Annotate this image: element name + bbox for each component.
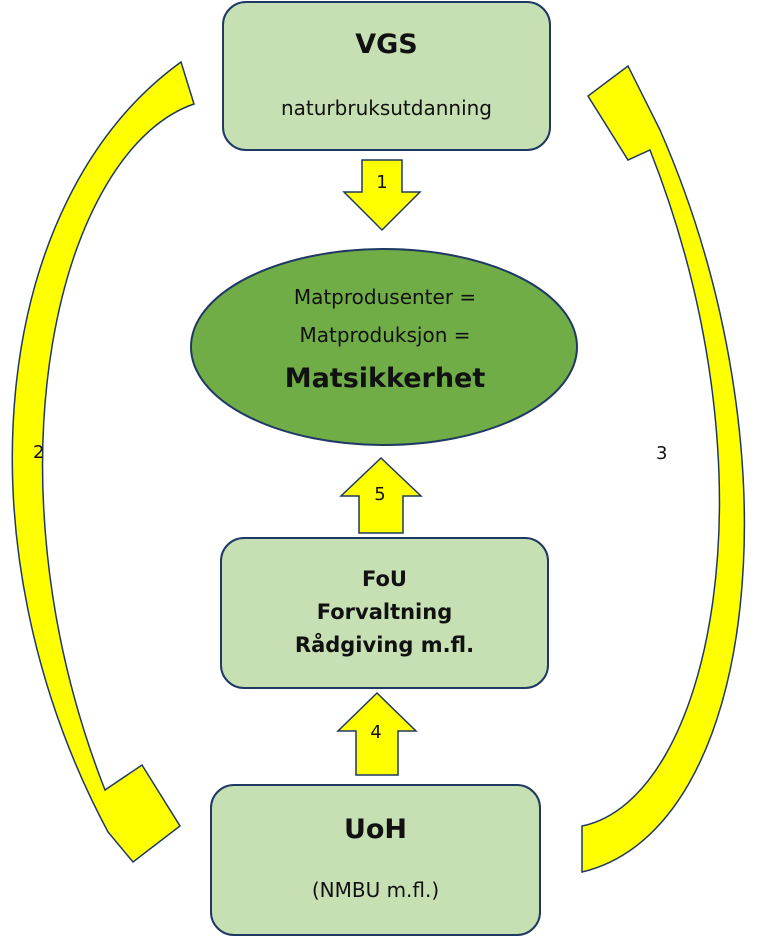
arrow-2-label: 2 [33,442,45,463]
center-line-3: Matsikkerhet [284,363,486,394]
fou-line-2: Forvaltning [316,600,453,624]
uoh-title: UoH [343,814,408,845]
center-ellipse [190,248,578,446]
fou-box: FoU Forvaltning Rådgiving m.fl. [220,537,549,689]
fou-line-3: Rådgiving m.fl. [294,633,475,657]
arrow-2-curved [11,60,195,864]
center-line-1: Matprodusenter = [293,285,477,309]
arrow-4-label: 4 [370,722,382,743]
fou-lines: FoU Forvaltning Rådgiving m.fl. [222,563,547,662]
arrow-3-curved [581,64,746,873]
center-line-2: Matproduksjon = [299,323,471,347]
arrow-5-label: 5 [374,484,386,505]
fou-line-1: FoU [362,567,407,591]
arrow-4-up [336,691,418,776]
arrow-1-label: 1 [376,172,388,193]
arrow-3-label: 3 [656,443,668,464]
arrow-1-down [342,159,422,232]
vgs-box: VGS naturbruksutdanning [222,1,551,151]
arrow-5-up [339,456,423,534]
uoh-box: UoH (NMBU m.fl.) [210,784,541,936]
vgs-subtitle: naturbruksutdanning [280,96,492,120]
uoh-subtitle: (NMBU m.fl.) [311,878,440,902]
vgs-title: VGS [355,29,418,60]
